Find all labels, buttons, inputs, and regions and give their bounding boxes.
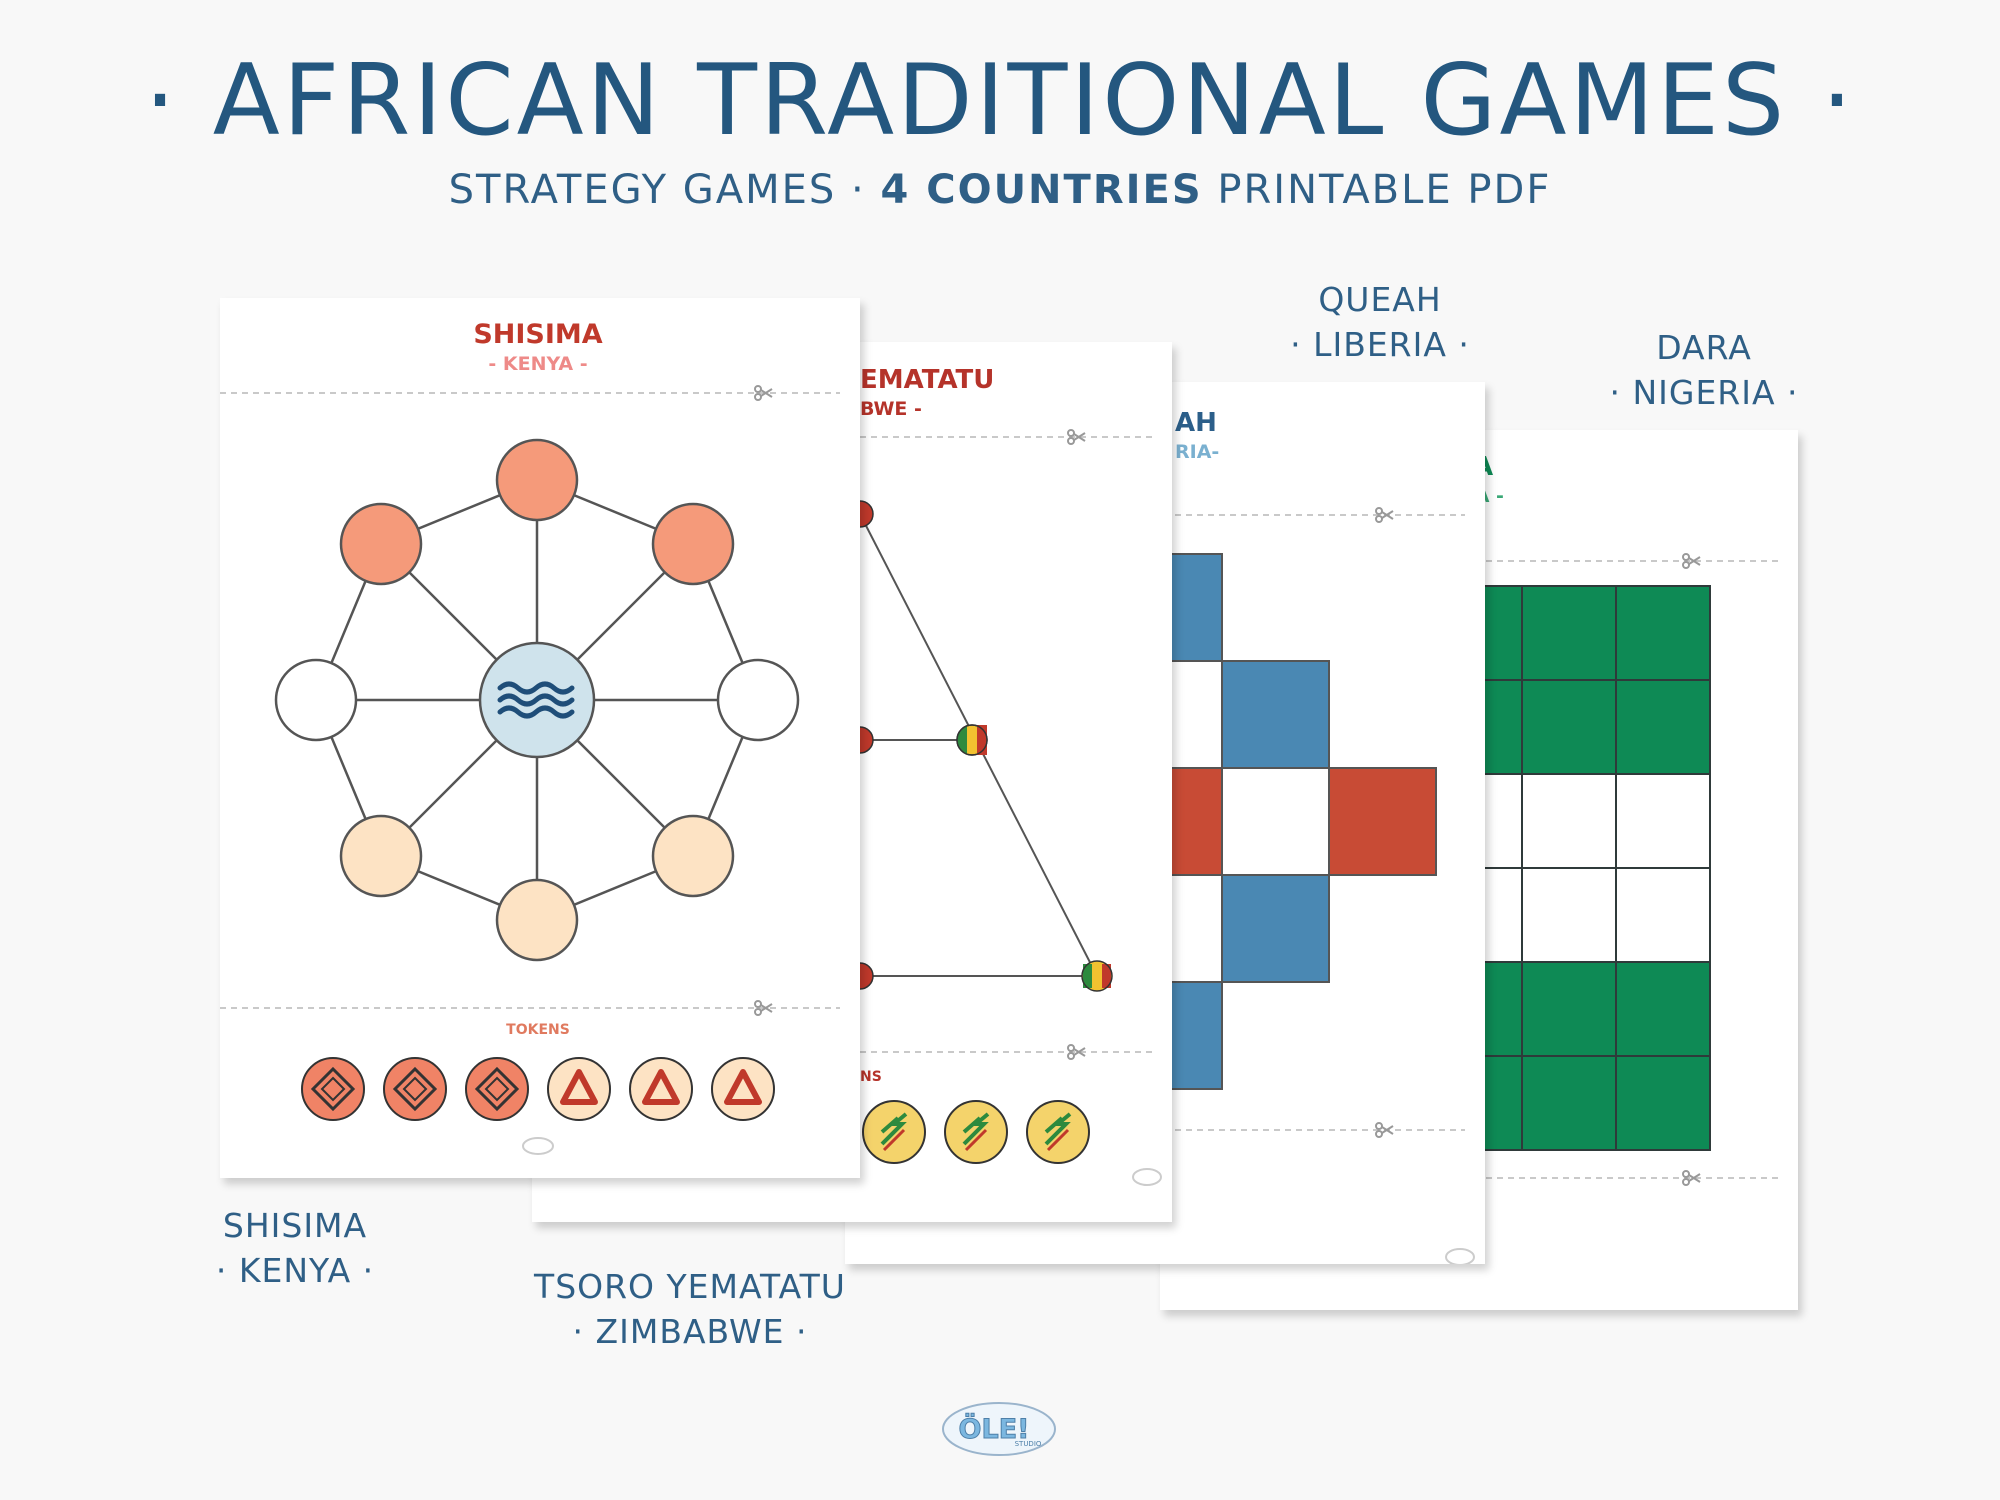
water-waves-icon bbox=[497, 681, 575, 719]
scissors-icon bbox=[754, 1000, 773, 1016]
page-title: · AFRICAN TRADITIONAL GAMES · bbox=[144, 44, 1856, 158]
label-shisima-country: · KENYA · bbox=[215, 1251, 375, 1290]
page-subtitle: STRATEGY GAMES · 4 COUNTRIES PRINTABLE P… bbox=[0, 170, 2000, 210]
tsoro-subtitle: BWE - bbox=[860, 398, 922, 420]
label-shisima: SHISIMA · KENYA · bbox=[195, 1203, 395, 1293]
shisima-title: SHISIMA bbox=[473, 319, 602, 350]
label-queah-country: · LIBERIA · bbox=[1290, 325, 1470, 364]
diamond-token-icon bbox=[301, 1057, 365, 1121]
shisima-tokens-label: TOKENS bbox=[506, 1022, 570, 1038]
label-dara-country: · NIGERIA · bbox=[1609, 373, 1799, 412]
logo-text: ÖLE! bbox=[959, 1412, 1030, 1445]
label-tsoro-game: TSORO YEMATATU bbox=[534, 1267, 846, 1306]
scissors-icon bbox=[1067, 429, 1086, 445]
subtitle-part1: STRATEGY GAMES · bbox=[448, 167, 881, 213]
label-queah: QUEAH · LIBERIA · bbox=[1280, 277, 1480, 367]
scissors-icon bbox=[1067, 1044, 1086, 1060]
bird-token-icon bbox=[944, 1100, 1008, 1164]
queah-title: AH bbox=[1175, 408, 1217, 438]
ole-logo-icon bbox=[522, 1137, 554, 1155]
subtitle-part2: PRINTABLE PDF bbox=[1202, 167, 1552, 213]
label-tsoro-country: · ZIMBABWE · bbox=[572, 1312, 808, 1351]
scissors-icon bbox=[1682, 1170, 1701, 1186]
shisima-sheet: SHISIMA - KENYA - TOK bbox=[220, 298, 860, 1178]
shisima-subtitle: - KENYA - bbox=[488, 353, 587, 375]
queah-subtitle: RIA- bbox=[1175, 441, 1219, 463]
ole-logo-icon bbox=[1445, 1248, 1475, 1264]
bird-token-icon bbox=[1026, 1100, 1090, 1164]
scissors-icon bbox=[1375, 507, 1394, 523]
shisima-points bbox=[274, 438, 800, 962]
shisima-board-art: SHISIMA - KENYA - TOK bbox=[220, 319, 840, 1155]
diamond-token-icon bbox=[465, 1057, 529, 1121]
scissors-icon bbox=[1375, 1122, 1394, 1138]
label-dara-game: DARA bbox=[1656, 328, 1752, 367]
zimbabwe-flag-points bbox=[846, 500, 1113, 992]
triangle-token-icon bbox=[547, 1057, 611, 1121]
diamond-token-icon bbox=[383, 1057, 447, 1121]
triangle-token-icon bbox=[711, 1057, 775, 1121]
label-shisima-game: SHISIMA bbox=[222, 1206, 368, 1245]
ole-logo-icon bbox=[1132, 1168, 1162, 1186]
tsoro-title: EMATATU bbox=[860, 365, 994, 395]
label-tsoro: TSORO YEMATATU · ZIMBABWE · bbox=[510, 1264, 870, 1354]
ole-studio-logo: ÖLE! STUDIO bbox=[940, 1400, 1058, 1458]
label-queah-game: QUEAH bbox=[1318, 280, 1442, 319]
bird-token-icon bbox=[862, 1100, 926, 1164]
scissors-icon bbox=[1682, 553, 1701, 569]
tsoro-tokens-label: NS bbox=[860, 1069, 882, 1085]
logo-small-text: STUDIO bbox=[1015, 1440, 1042, 1448]
label-dara: DARA · NIGERIA · bbox=[1604, 325, 1804, 415]
scissors-icon bbox=[754, 385, 773, 401]
ole-logo-icon: ÖLE! STUDIO bbox=[942, 1402, 1056, 1456]
triangle-token-icon bbox=[629, 1057, 693, 1121]
subtitle-bold: 4 COUNTRIES bbox=[880, 167, 1203, 213]
